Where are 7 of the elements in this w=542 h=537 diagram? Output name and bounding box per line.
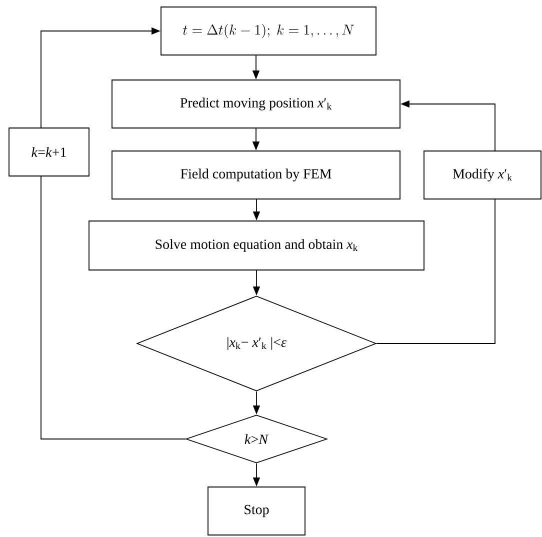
process-box: Stop (208, 486, 306, 536)
process-box: Modify x′$_{k}$ (424, 150, 542, 200)
process-box: Predict moving position x′$_{k}$ (112, 80, 400, 128)
process-box: $t=\Delta t(k-1);\ k=1,\ldots,N$ (160, 6, 376, 56)
process-box: k=k+1 (8, 128, 90, 176)
process-box: Solve motion equation and obtain x$_{k}$ (88, 220, 424, 270)
process-box: Field computation by FEM (112, 150, 400, 200)
